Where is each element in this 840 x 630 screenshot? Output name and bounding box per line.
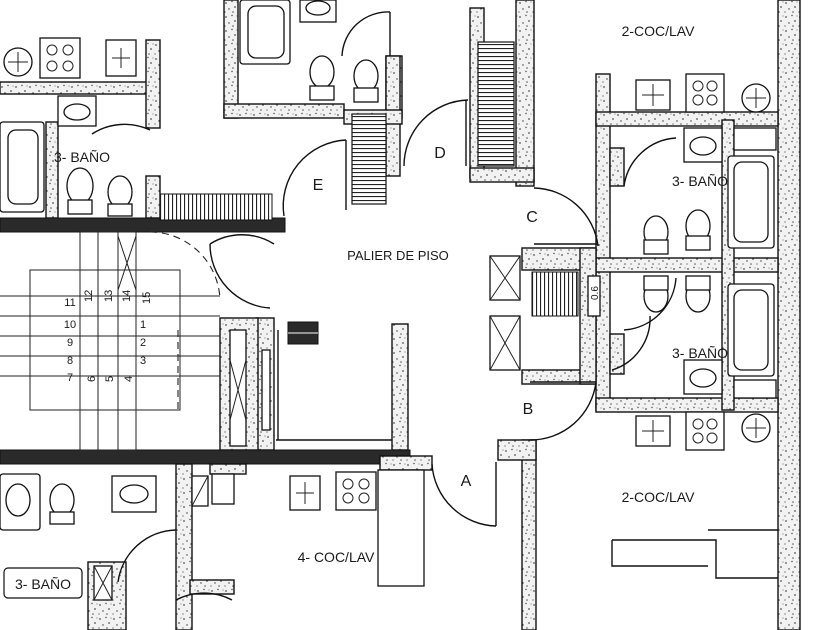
labels: PALIER DE PISO A B C D E 2-COC/LAV 2-COC… — [3, 23, 728, 599]
stair-number: 2 — [140, 337, 146, 349]
door-label-d: D — [434, 145, 446, 162]
stair-number: 8 — [67, 355, 73, 367]
door-label-e: E — [313, 177, 324, 194]
shaft-label: 0.6 — [590, 286, 601, 300]
room-label-bath-right-lower: 3- BAÑO — [672, 345, 728, 361]
stair-number: 14 — [121, 290, 133, 302]
stair-number: 5 — [104, 376, 116, 382]
stair-number: 10 — [64, 319, 76, 331]
door-label-a: A — [461, 473, 472, 490]
stair-number: 7 — [67, 372, 73, 384]
door-label-c: C — [526, 209, 538, 226]
fixtures — [0, 0, 778, 587]
stair-number: 13 — [103, 290, 115, 302]
shafts — [93, 255, 601, 601]
landing-label: PALIER DE PISO — [347, 248, 449, 263]
room-label-kitchen-bottom-center: 4- COC/LAV — [298, 549, 375, 565]
stair-number: 4 — [123, 376, 135, 382]
elevator — [261, 321, 392, 441]
stair-number: 3 — [140, 355, 146, 367]
stair-number: 9 — [67, 337, 73, 349]
bath-bottom-left-tag: 3- BAÑO — [3, 567, 83, 599]
room-label-bath-bottom-left: 3- BAÑO — [15, 576, 71, 592]
stair-number: 12 — [83, 290, 95, 302]
stair-number: 6 — [86, 376, 98, 382]
doors — [91, 11, 677, 601]
room-label-kitchen-top-right: 2-COC/LAV — [622, 23, 696, 39]
stair-number: 15 — [141, 292, 153, 304]
stairs — [0, 41, 579, 451]
room-label-kitchen-bottom-right: 2-COC/LAV — [622, 489, 696, 505]
door-label-b: B — [523, 401, 534, 418]
stair-number: 1 — [140, 319, 146, 331]
room-label-bath-top-left: 3- BAÑO — [54, 149, 110, 165]
room-label-bath-right-upper: 3- BAÑO — [672, 173, 728, 189]
stair-number: 11 — [64, 297, 75, 309]
